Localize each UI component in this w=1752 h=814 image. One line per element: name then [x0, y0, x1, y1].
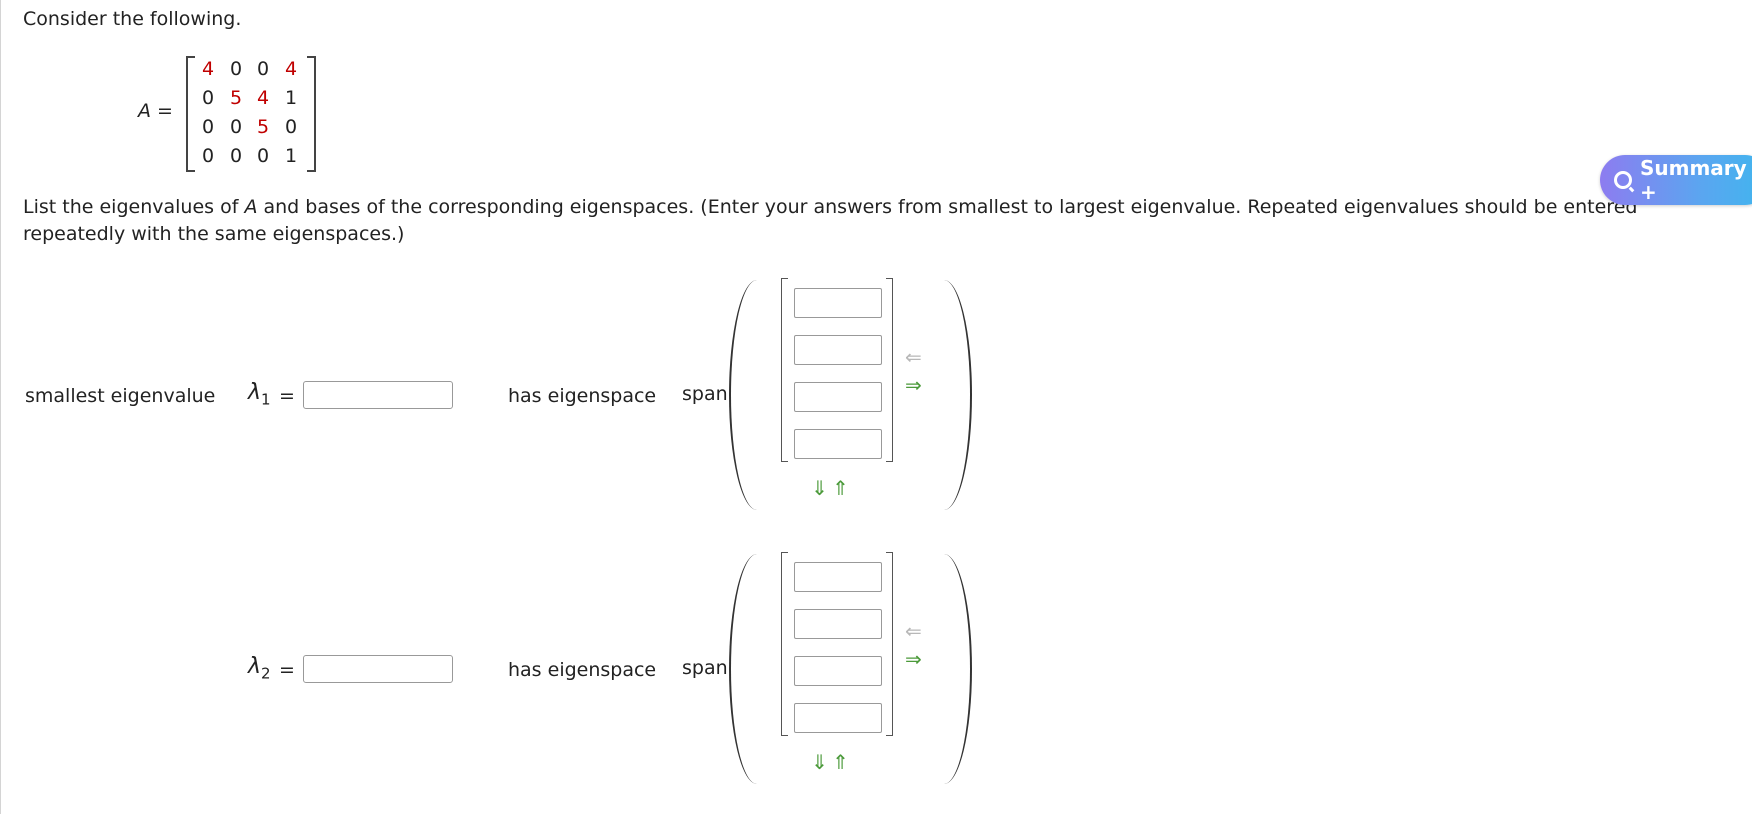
- vector-2-entry-4[interactable]: [794, 703, 882, 733]
- vector-bracket-right-1: [886, 278, 893, 462]
- intro-text: Consider the following.: [23, 8, 242, 30]
- has-eigenspace-label-2: has eigenspace: [508, 659, 657, 681]
- vector-1-entry-4[interactable]: [794, 429, 882, 459]
- span-paren-left-2: [729, 554, 759, 784]
- matrix-cell: 0: [201, 87, 215, 109]
- smallest-eigenvalue-label: smallest eigenvalue: [25, 385, 216, 407]
- arrow-down-icon[interactable]: ⇓: [811, 476, 828, 500]
- lambda-2-label: λ2: [248, 654, 271, 683]
- lambda-2-input[interactable]: [303, 655, 453, 683]
- span-label-1: span: [682, 383, 728, 405]
- arrow-left-icon[interactable]: ⇐: [905, 619, 922, 643]
- matrix-cell: 0: [229, 116, 243, 138]
- lambda-2-equals: =: [279, 659, 295, 681]
- vector-bracket-left-1: [781, 278, 788, 462]
- vector-1-entry-1[interactable]: [794, 288, 882, 318]
- span-paren-left-1: [729, 280, 759, 510]
- matrix-label: A =: [138, 100, 173, 122]
- arrow-right-icon[interactable]: ⇒: [905, 647, 922, 671]
- left-border: [0, 0, 1, 814]
- vector-bracket-right-2: [886, 552, 893, 736]
- span-paren-right-1: [942, 280, 972, 510]
- arrow-up-icon[interactable]: ⇑: [832, 476, 849, 500]
- vector-1-entry-3[interactable]: [794, 382, 882, 412]
- matrix-cell: 4: [256, 87, 270, 109]
- matrix-cell: 0: [229, 145, 243, 167]
- matrix-cell: 0: [201, 145, 215, 167]
- matrix-cell: 0: [229, 58, 243, 80]
- vector-2-entry-2[interactable]: [794, 609, 882, 639]
- matrix-cell: 1: [284, 87, 298, 109]
- vector-1-entry-2[interactable]: [794, 335, 882, 365]
- vector-2-entry-1[interactable]: [794, 562, 882, 592]
- vector-bracket-left-2: [781, 552, 788, 736]
- lambda-1-equals: =: [279, 385, 295, 407]
- summary-button[interactable]: Summary +: [1600, 155, 1752, 205]
- lambda-1-input[interactable]: [303, 381, 453, 409]
- span-label-2: span: [682, 657, 728, 679]
- matrix-cell: 0: [256, 58, 270, 80]
- matrix-bracket-right: [307, 56, 316, 172]
- arrow-left-icon[interactable]: ⇐: [905, 345, 922, 369]
- lambda-1-label: λ1: [248, 380, 271, 409]
- matrix-cell: 0: [201, 116, 215, 138]
- matrix-cell: 0: [256, 145, 270, 167]
- question-text: List the eigenvalues of A and bases of t…: [23, 196, 1638, 245]
- arrow-down-icon[interactable]: ⇓: [811, 750, 828, 774]
- matrix-bracket-left: [186, 56, 195, 172]
- matrix-cell: 5: [229, 87, 243, 109]
- matrix-cell: 0: [284, 116, 298, 138]
- arrow-up-icon[interactable]: ⇑: [832, 750, 849, 774]
- matrix-cell: 5: [256, 116, 270, 138]
- search-icon: [1614, 171, 1632, 189]
- vector-2-entry-3[interactable]: [794, 656, 882, 686]
- has-eigenspace-label-1: has eigenspace: [508, 385, 657, 407]
- matrix-cell: 1: [284, 145, 298, 167]
- matrix-cell: 4: [284, 58, 298, 80]
- arrow-right-icon[interactable]: ⇒: [905, 373, 922, 397]
- matrix-cell: 4: [201, 58, 215, 80]
- summary-label: Summary +: [1639, 156, 1747, 204]
- span-paren-right-2: [942, 554, 972, 784]
